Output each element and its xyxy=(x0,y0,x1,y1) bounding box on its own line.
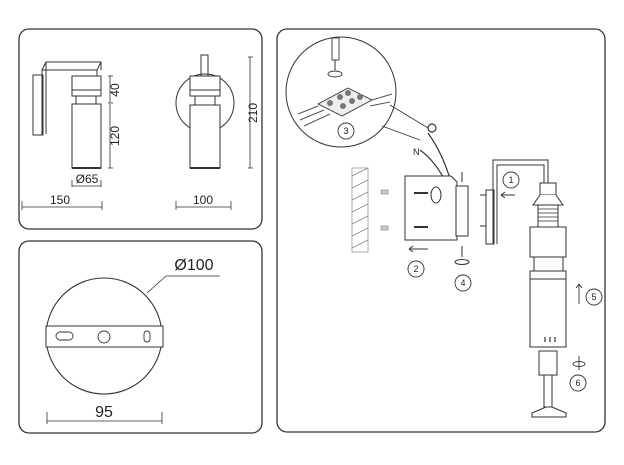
wall-hatched xyxy=(351,167,389,253)
plate-width-dimension xyxy=(46,412,163,424)
panel-plate-frame xyxy=(18,240,263,434)
terminal-block-zoom: 3 xyxy=(285,36,429,148)
label-plate-diameter: Ø100 xyxy=(174,257,213,274)
step-6-label: 6 xyxy=(575,378,580,388)
center-nut xyxy=(454,172,470,265)
lamp-body-exploded xyxy=(529,182,567,418)
front-view-lamp xyxy=(175,54,235,169)
step-4-badge xyxy=(454,274,472,292)
mounting-plate-side xyxy=(404,175,469,253)
front-dimension-lines xyxy=(175,56,253,210)
label-height-120: 120 xyxy=(108,126,122,146)
label-height-40: 40 xyxy=(108,83,122,97)
center-hole xyxy=(97,330,111,344)
panel-dimensions: 40 120 Ø65 150 100 210 xyxy=(18,28,263,230)
slot-hole-left xyxy=(55,331,74,341)
side-dimension-lines xyxy=(21,75,113,210)
panel-mounting-plate: Ø100 95 xyxy=(18,240,263,434)
slot-hole-right xyxy=(143,330,151,343)
bulb-arrow xyxy=(575,283,583,304)
step-2-badge xyxy=(407,260,425,278)
step-5-label: 5 xyxy=(591,292,596,302)
step-5-badge xyxy=(585,288,603,306)
step-6-badge xyxy=(569,374,587,392)
mounting-bar xyxy=(45,325,164,348)
side-view-lamp xyxy=(32,61,102,169)
label-width-100: 100 xyxy=(193,193,213,207)
lamp-arm xyxy=(480,159,549,245)
panel-dimensions-frame xyxy=(18,28,263,230)
diameter-leader xyxy=(146,275,167,294)
step-4-label: 4 xyxy=(460,278,465,288)
label-diameter-65: Ø65 xyxy=(76,172,99,186)
step-3-badge xyxy=(337,122,355,140)
panel-installation-frame xyxy=(276,28,606,433)
label-width-150: 150 xyxy=(50,193,70,207)
label-height-210: 210 xyxy=(246,103,260,123)
step-1-badge xyxy=(502,171,520,189)
step-1-label: 1 xyxy=(508,175,513,185)
ring-nut xyxy=(572,356,586,370)
wire-label-n: N xyxy=(413,147,420,157)
panel-installation: 3 N xyxy=(276,28,606,433)
label-plate-width: 95 xyxy=(95,404,113,421)
step-3-label: 3 xyxy=(343,126,348,136)
step-2-label: 2 xyxy=(413,264,418,274)
